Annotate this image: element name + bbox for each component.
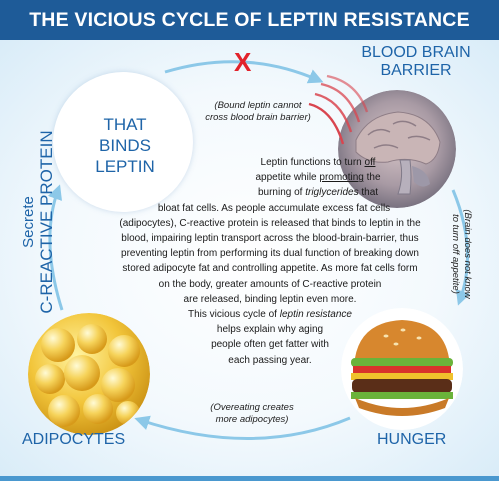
burger-image bbox=[341, 308, 463, 430]
adipocytes-label: ADIPOCYTES bbox=[22, 431, 126, 448]
barrier-lines bbox=[308, 74, 369, 145]
note-bound-leptin: (Bound leptin cannot cross blood brain b… bbox=[205, 100, 311, 123]
arrow-to-adipocytes bbox=[134, 415, 351, 440]
binds-leptin-label: THAT BINDS LEPTIN bbox=[95, 115, 155, 176]
note-overeating: (Overeating creates more adipocytes) bbox=[210, 402, 294, 425]
blocked-x-mark: X bbox=[234, 47, 252, 77]
page-title: THE VICIOUS CYCLE OF LEPTIN RESISTANCE bbox=[0, 0, 499, 40]
hunger-label: HUNGER bbox=[377, 431, 447, 448]
arrow-to-hunger bbox=[451, 189, 471, 306]
blood-brain-barrier-label: BLOOD BRAIN BARRIER bbox=[361, 44, 471, 79]
brain-image bbox=[338, 90, 456, 208]
arrow-to-brain bbox=[164, 60, 324, 84]
arrow-to-binds bbox=[47, 184, 64, 311]
secrete-crp-label: Secrete C-REACTIVE PROTEIN bbox=[20, 130, 56, 314]
adipocytes-image bbox=[28, 313, 150, 435]
binds-leptin-circle bbox=[53, 72, 193, 212]
bottom-strip bbox=[0, 476, 499, 481]
explanation-text: Leptin functions to turn off appetite wh… bbox=[119, 157, 421, 366]
